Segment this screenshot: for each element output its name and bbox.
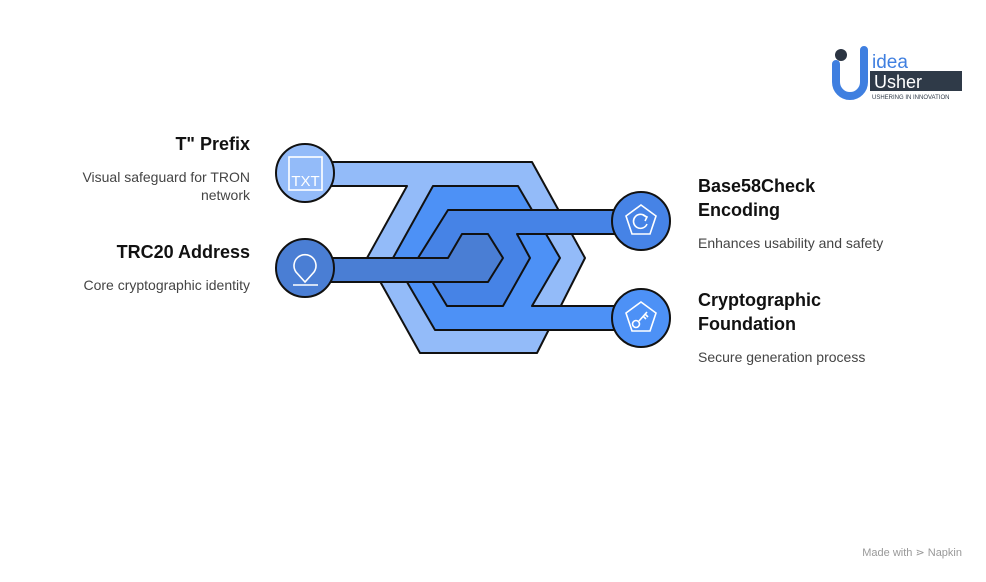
- location-pin-icon: [293, 253, 318, 286]
- node-prefix: [275, 143, 335, 203]
- band-address: [319, 233, 504, 283]
- made-with-napkin: Made with ⋗ Napkin: [862, 546, 962, 559]
- encoding-desc: Enhances usability and safety: [698, 235, 884, 251]
- address-desc: Core cryptographic identity: [83, 277, 250, 293]
- napkin-icon: ⋗: [915, 547, 925, 559]
- idea-usher-logo: idea Usher USHERING IN INNOVATION: [832, 46, 964, 102]
- foundation-desc: Secure generation process: [698, 349, 866, 365]
- node-address: [275, 238, 335, 298]
- svg-text:TXT: TXT: [291, 173, 319, 190]
- key-pentagon-icon: [625, 301, 657, 332]
- svg-text:Usher: Usher: [874, 72, 922, 92]
- napkin-brand: Napkin: [927, 547, 962, 559]
- prefix-desc: Visual safeguard for TRON network: [82, 169, 250, 203]
- svg-text:USHERING IN INNOVATION: USHERING IN INNOVATION: [872, 95, 949, 101]
- txt-file-icon: TXT: [288, 156, 323, 191]
- encoding-title: Base58Check Encoding: [698, 176, 816, 220]
- made-with-label: Made with: [862, 547, 913, 559]
- address-title: TRC20 Address: [116, 242, 250, 262]
- foundation-title: Cryptographic Foundation: [698, 290, 822, 334]
- prefix-title: T" Prefix: [175, 134, 250, 154]
- svg-text:idea: idea: [872, 52, 908, 73]
- node-encoding: [611, 191, 671, 251]
- refresh-pentagon-icon: [625, 204, 657, 235]
